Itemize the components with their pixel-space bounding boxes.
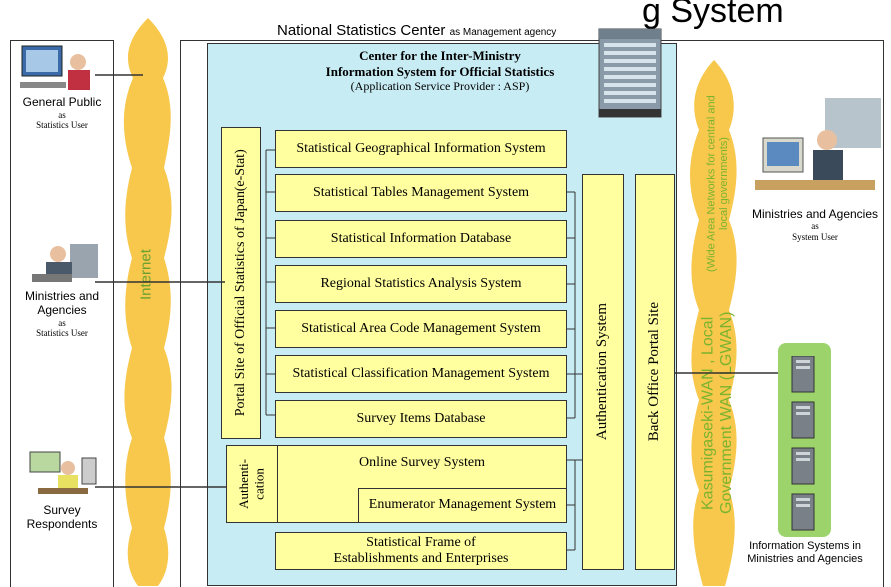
user-system-user-role: System User <box>792 232 838 243</box>
user-ministries-as: as <box>58 317 66 328</box>
left-users-frame <box>10 40 114 587</box>
survey-respondent-icon <box>29 451 97 494</box>
frame-line2: Establishments and Enterprises <box>333 551 509 566</box>
asp-subtitle: (Application Service Provider : ASP) <box>350 79 530 94</box>
user-general-public-name: General Public <box>22 95 102 109</box>
user-general-public-role: Statistics User <box>36 120 88 131</box>
general-public-icon <box>20 45 90 90</box>
asp-title-line2: Information System for Official Statisti… <box>325 63 555 79</box>
user-ministries-name: Ministries and Agencies <box>24 289 100 317</box>
nsc-role: as Management agency <box>449 27 557 38</box>
back-office-box: Back Office Portal Site <box>635 174 675 570</box>
authentication-small-box: Authenti- cation <box>226 445 278 523</box>
system-box-classification: Statistical Classification Management Sy… <box>275 355 567 393</box>
system-box-info-db: Statistical Information Database <box>275 220 567 258</box>
user-ministries: Ministries and Agencies as Statistics Us… <box>12 289 112 338</box>
user-general-public: General Public as Statistics User <box>12 95 112 131</box>
user-system-user-as: as <box>811 221 819 232</box>
authentication-small-label: Authenti- cation <box>236 459 267 509</box>
page-title-partial: g System <box>642 0 784 30</box>
nsc-label: National Statistics Center as Management… <box>277 22 556 39</box>
frame-line1: Statistical Frame of <box>366 534 476 550</box>
info-systems-label: Information Systems in Ministries and Ag… <box>730 540 880 566</box>
asp-title-line1: Center for the Inter-Ministry <box>359 48 521 63</box>
back-office-label: Back Office Portal Site <box>646 302 663 442</box>
system-box-regional: Regional Statistics Analysis System <box>275 265 567 303</box>
user-survey-respondents: Survey Respondents <box>26 503 98 532</box>
info-systems-line1: Information Systems in <box>749 540 861 552</box>
system-box-area-code: Statistical Area Code Management System <box>275 310 567 348</box>
internet-cloud <box>123 18 172 586</box>
statistical-frame-box: Statistical Frame of Establishments and … <box>275 532 567 570</box>
user-ministries-role: Statistics User <box>36 327 88 338</box>
building-icon <box>598 28 662 118</box>
portal-line2: (e-Stat) <box>232 149 248 192</box>
nsc-name: National Statistics Center <box>277 22 446 39</box>
user-system-user-name: Ministries and Agencies <box>751 207 879 221</box>
lgwan-cloud <box>690 60 737 586</box>
online-survey-label: Online Survey System <box>359 455 485 470</box>
portal-connectors <box>265 149 275 416</box>
authentication-system-box: Authentication System <box>582 174 624 570</box>
enumerator-box: Enumerator Management System <box>358 488 567 523</box>
systems-connector <box>567 191 583 419</box>
user-system-user: Ministries and Agencies as System User <box>740 207 890 243</box>
authentication-system-label: Authentication System <box>594 303 611 441</box>
portal-line1: Portal Site of Official Statistics of Ja… <box>232 191 248 417</box>
national-statistics-center-frame <box>180 40 884 587</box>
portal-estat-box: Portal Site of Official Statistics of Ja… <box>221 127 261 439</box>
survey-connector <box>567 459 583 551</box>
user-general-public-as: as <box>58 109 66 120</box>
info-systems-line2: Ministries and Agencies <box>747 553 863 566</box>
asp-title: Center for the Inter-Ministry Informatio… <box>290 48 590 94</box>
left-connections <box>95 74 227 488</box>
system-box-geographical: Statistical Geographical Information Sys… <box>275 130 567 168</box>
system-box-survey-items: Survey Items Database <box>275 400 567 438</box>
server-icons <box>791 356 815 531</box>
system-user-icon <box>755 98 881 190</box>
ministries-user-icon <box>32 244 98 282</box>
system-box-tables: Statistical Tables Management System <box>275 174 567 212</box>
